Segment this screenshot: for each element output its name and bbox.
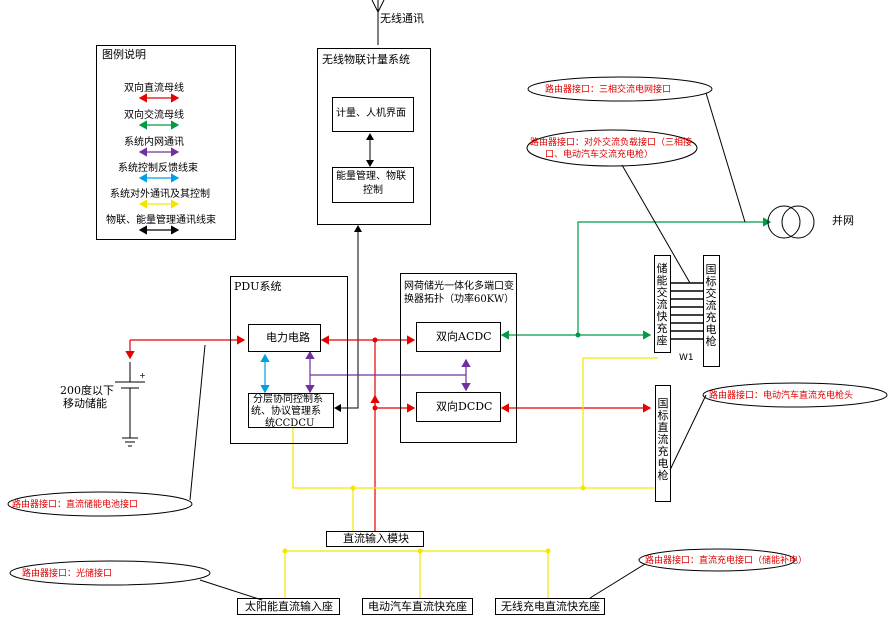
legend-item-iot-comm: 物联、能量管理通讯线束	[106, 215, 216, 226]
wireless-dc-charge-label: 无线充电直流快充座	[501, 600, 600, 613]
pdu-title: PDU系统	[234, 280, 282, 293]
antenna-icon	[371, 0, 385, 45]
ccdcu-label-3: 统CCDCU	[265, 418, 315, 429]
ac-node	[575, 332, 581, 338]
plus-sign: +	[139, 371, 146, 380]
wireless-dc-charge-box	[495, 598, 605, 615]
ac-fast-charge-label: 储能交流快充座	[656, 262, 668, 347]
battery-icon	[115, 362, 145, 447]
converter-title-1: 网荷储光一体化多端口变	[404, 281, 514, 292]
wireless-comm-label: 无线通讯	[380, 12, 424, 25]
energy-iot-box	[332, 167, 414, 203]
solar-input-box	[237, 598, 340, 615]
acdc-box	[416, 322, 501, 352]
router-dc-battery: 路由器接口：直流储能电池接口	[12, 500, 139, 510]
converter-title-2: 换器拓扑（功率60KW）	[404, 294, 515, 305]
router-ev-dc-gun: 路由器接口：电动汽车直流充电枪头	[709, 391, 854, 401]
router-ac-load-1: 路由器接口：对外交流负载接口（三相接	[530, 138, 693, 148]
legend-box	[96, 45, 236, 240]
storage-label-1: 200度以下	[60, 384, 114, 397]
router-ac-load-2: 口、电动汽车交流充电枪）	[545, 150, 654, 160]
dcdc-label: 双向DCDC	[436, 400, 493, 413]
dc-input-module-box	[326, 531, 424, 547]
dcdc-box	[416, 392, 501, 422]
ccdcu-label-2: 统、协议管理系	[251, 406, 321, 417]
legend-item-control-feedback: 系统控制反馈线束	[118, 163, 198, 174]
internal-comm-lines	[305, 350, 471, 394]
dc-gun-box	[655, 385, 671, 502]
w1-connector-lines	[671, 282, 703, 340]
acdc-label: 双向ACDC	[436, 330, 492, 343]
router-callouts	[7, 76, 888, 601]
iot-system-box	[317, 48, 431, 225]
dc-node	[372, 405, 378, 411]
dc-node	[372, 337, 378, 343]
dc-input-module-label: 直流输入模块	[343, 532, 409, 545]
legend-item-ac-bus: 双向交流母线	[124, 110, 184, 121]
pdu-system-box	[230, 276, 348, 444]
ccdcu-label-1: 分层协同控制系	[253, 394, 323, 405]
external-comm-lines	[284, 357, 658, 598]
solar-input-label: 太阳能直流输入座	[245, 600, 333, 613]
ac-fast-charge-box	[654, 255, 671, 353]
energy-iot-label-1: 能量管理、物联	[336, 171, 406, 182]
ac-gun-label: 国标交流充电枪	[705, 263, 717, 348]
ev-dc-charge-label: 电动汽车直流快充座	[368, 600, 467, 613]
legend-title: 图例说明	[102, 48, 146, 61]
ccdcu-iot-link	[334, 225, 362, 412]
legend-item-internal-comm: 系统内网通讯	[124, 137, 184, 148]
legend-item-external-comm: 系统对外通讯及其控制	[110, 189, 210, 200]
grid-label: 并网	[832, 214, 854, 227]
storage-label-2: 移动储能	[63, 397, 107, 410]
ac-gun-box	[703, 255, 720, 367]
router-three-phase-grid: 路由器接口：三相交流电网接口	[545, 85, 672, 95]
transformer-icon	[767, 205, 815, 239]
metering-hmi-label: 计量、人机界面	[336, 108, 406, 119]
dc-bus-lines	[125, 335, 652, 532]
metering-hmi-box	[332, 97, 414, 132]
ac-bus-lines	[500, 217, 772, 340]
router-dc-charge: 路由器接口：直流充电接口（储能补电）	[645, 556, 808, 566]
router-solar-storage: 路由器接口：光储接口	[22, 569, 113, 579]
legend-arrows	[138, 93, 180, 235]
dc-gun-label: 国标直流充电枪	[657, 397, 669, 482]
w1-label: W1	[679, 353, 694, 363]
ccdcu-box	[248, 393, 334, 428]
legend-item-dc-bus: 双向直流母线	[124, 83, 184, 94]
energy-iot-label-2: 控制	[363, 185, 383, 196]
power-circuit-label: 电力电路	[266, 331, 310, 344]
yellow-nodes	[282, 485, 586, 554]
ev-dc-charge-box	[362, 598, 473, 615]
converter-box	[400, 273, 517, 443]
iot-system-title: 无线物联计量系统	[322, 53, 410, 66]
power-circuit-box	[248, 324, 321, 352]
